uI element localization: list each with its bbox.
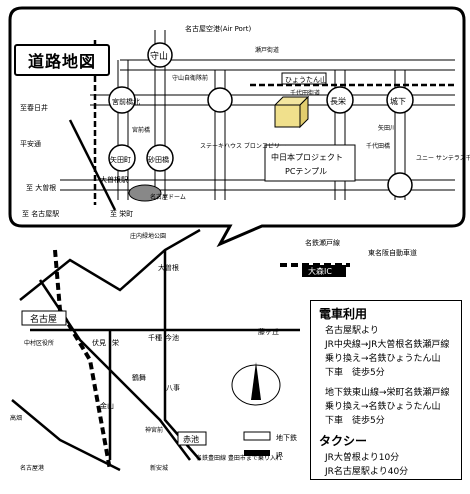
- label-unishanty: ユニー サンテラス千代田: [416, 154, 470, 162]
- label-shiroshita: 城下: [390, 97, 406, 106]
- junction-sunadabashi: [146, 144, 174, 172]
- junction-choshi: [326, 86, 354, 114]
- train-line-1: 名古屋駅より: [325, 326, 379, 336]
- label-chiyoda-kaido: 千代田街道: [290, 89, 320, 97]
- legend-subway-label: 地下鉄: [276, 433, 297, 442]
- pc-temple-label-box: [264, 144, 356, 182]
- nagoya-dome-icon: [128, 184, 162, 202]
- intersections: [108, 42, 414, 198]
- label-nagoya-ko: 名古屋港: [20, 464, 44, 472]
- label-pc-temple-1: 中日本プロジェクト: [271, 152, 343, 162]
- label-ozone-eki: 大曽根駅: [100, 175, 128, 184]
- junction-miyamae: [108, 86, 136, 114]
- label-to-kasugai: 至春日井: [20, 103, 48, 112]
- legend-jr-swatch: [244, 450, 270, 456]
- label-higashi-meihan: 東名阪自動車道: [368, 248, 417, 257]
- label-shin-anjo: 新安城: [150, 464, 168, 472]
- label-shonai: 庄内緑地公園: [130, 232, 166, 240]
- label-seto-kaido: 瀬戸街道: [255, 46, 279, 54]
- label-choshi: 長栄: [330, 96, 346, 106]
- label-steakhouse: ステーキハウス ブロンコビリー: [200, 142, 286, 150]
- label-miyamae: 宮前橋北: [112, 97, 140, 106]
- label-tsurumai: 鶴舞: [132, 373, 146, 382]
- label-kanayama: 金山: [100, 401, 114, 410]
- akaike-box: [177, 431, 207, 446]
- junction-shiroshita: [386, 86, 414, 114]
- junction-south: [387, 172, 413, 198]
- legend-jr-label: JR: [275, 451, 283, 459]
- train-line-2: JR中央線→JR大曽根名鉄瀬戸線: [325, 340, 450, 350]
- omori-ic-badge: [302, 265, 346, 277]
- access-panel: 電車利用 名古屋駅より JR中央線→JR大曽根名鉄瀬戸線 乗り換え→名鉄ひょうた…: [310, 300, 462, 480]
- train-line-3: 乗り換え→名鉄ひょうたん山: [325, 354, 441, 364]
- label-toyota: 名鉄豊田線 豊田市まで乗り入れ: [196, 454, 282, 462]
- junction-moriyama: [147, 42, 173, 68]
- label-yagoto: 八事: [166, 383, 180, 392]
- label-omori-ic: 大森IC: [308, 266, 332, 276]
- map-title: 道路地図: [14, 44, 110, 76]
- label-chikusa: 千種: [148, 333, 162, 342]
- label-nagoya: 名古屋: [30, 313, 57, 325]
- label-fushimi: 伏見: [92, 338, 106, 347]
- label-hyoutan: ひょうたん山: [285, 75, 327, 84]
- north-arrow-icon: [231, 362, 281, 406]
- subway-line-1: 地下鉄東山線→栄町名鉄瀬戸線: [325, 388, 450, 398]
- nagoya-station-box: [21, 310, 67, 326]
- label-ozone-lower: 大曽根: [158, 263, 179, 272]
- label-nagoya-dome: 名古屋ドーム: [150, 193, 186, 201]
- taxi-line-2: JR名古屋駅より40分: [325, 467, 409, 477]
- label-yadacho: 矢田町: [110, 155, 131, 164]
- junction-center: [207, 87, 233, 113]
- label-heian: 平安通: [20, 139, 41, 148]
- road-map-frame: [8, 6, 466, 248]
- label-sunadabashi: 砂田橋: [148, 155, 169, 164]
- train-heading: 電車利用: [319, 307, 368, 321]
- label-to-sakae: 至 栄町: [110, 209, 133, 218]
- label-akaike: 赤池: [183, 434, 199, 444]
- label-moriyama: 守山: [150, 50, 168, 62]
- label-jingu: 神宮前: [145, 426, 163, 434]
- label-miyamaebashi: 宮前橋: [132, 126, 150, 134]
- junction-yadacho: [108, 144, 136, 172]
- label-nakamura: 中村区役所: [24, 339, 54, 347]
- label-takabata: 高畑: [10, 414, 22, 422]
- label-yadagawa: 矢田川: [378, 124, 396, 132]
- legend-subway-swatch: [243, 431, 271, 441]
- label-meitetsu-seto-lower: 名鉄瀬戸線: [305, 238, 340, 247]
- subway-line-2: 乗り換え→名鉄ひょうたん山: [325, 402, 441, 412]
- label-imaike: 今池: [165, 333, 179, 342]
- taxi-line-1: JR大曽根より10分: [325, 453, 400, 463]
- taxi-heading: タクシー: [319, 434, 368, 448]
- label-fujigaoka: 藤ヶ丘: [258, 327, 279, 336]
- pc-temple-building-icon: [273, 95, 310, 129]
- label-chiyodabashi: 千代田橋: [366, 142, 390, 150]
- subway-line-3: 下車 徒歩5分: [325, 416, 385, 426]
- hyoutan-box: [281, 72, 327, 85]
- label-sakae: 栄: [112, 338, 119, 347]
- label-moriyama-jieitai: 守山自衛隊前: [172, 74, 208, 82]
- label-to-nagoya: 至 名古屋駅: [22, 209, 59, 218]
- label-airport: 名古屋空港(Air Port): [185, 24, 251, 33]
- label-pc-temple-2: PCテンプル: [285, 167, 327, 176]
- train-line-4: 下車 徒歩5分: [325, 368, 385, 378]
- label-to-ozone: 至 大曽根: [26, 183, 56, 192]
